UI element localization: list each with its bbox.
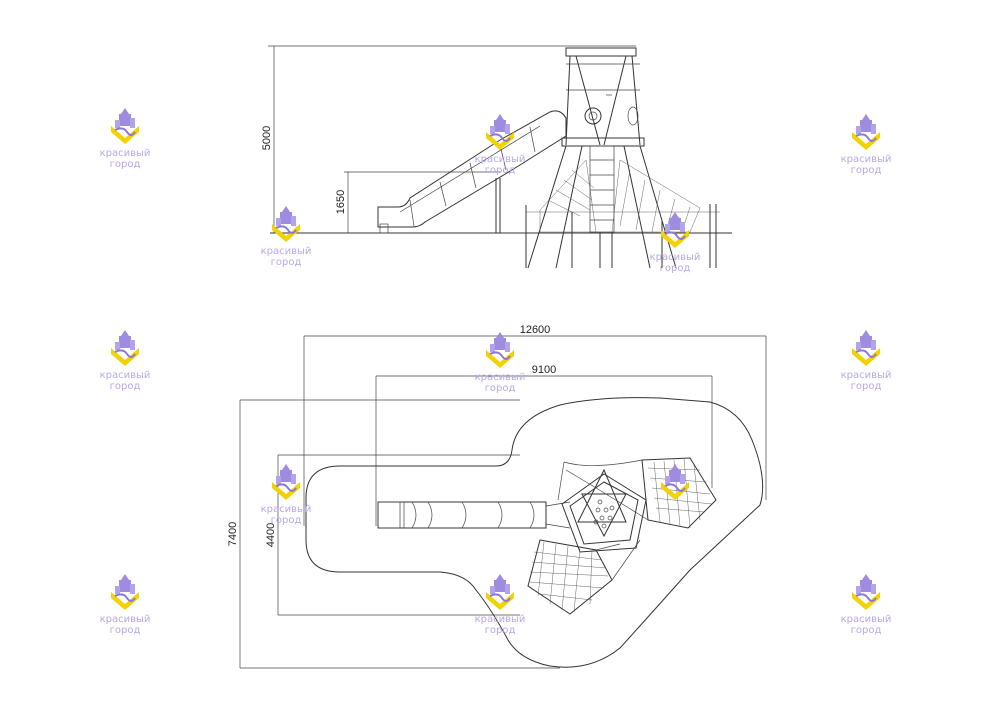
watermark-line1: красивый (841, 614, 892, 625)
climbing-net-upper (557, 457, 717, 529)
dimension-label-7400: 7400 (227, 522, 239, 546)
watermark-line2: город (110, 381, 141, 392)
watermark-line1: красивый (841, 370, 892, 381)
watermark-13: красивый город (841, 573, 892, 636)
watermark-line2: город (271, 257, 302, 268)
tower-platform-plan (561, 468, 647, 553)
dimension-height-total: 5000 (261, 45, 636, 233)
watermark-line2: город (485, 165, 516, 176)
watermark-8: красивый город (841, 329, 892, 392)
slide-plan (377, 501, 571, 529)
tower-elevation (525, 47, 720, 269)
safety-zone-outline (305, 397, 764, 668)
dimension-label-12600: 12600 (520, 324, 551, 336)
watermark-line1: красивый (100, 370, 151, 381)
watermark-1: красивый город (100, 107, 151, 170)
watermark-line1: красивый (475, 614, 526, 625)
dimension-height-platform: 1650 (335, 171, 500, 233)
watermark-line1: красивый (650, 252, 701, 263)
dimension-label-5000: 5000 (261, 126, 273, 150)
watermark-line2: город (851, 165, 882, 176)
dimension-label-1650: 1650 (335, 190, 347, 214)
watermark-4: красивый город (261, 205, 312, 268)
dimension-width-inner: 9100 (375, 364, 713, 526)
watermark-line1: красивый (261, 246, 312, 257)
slide-elevation (377, 110, 567, 234)
dimension-width-total: 12600 (303, 324, 767, 526)
elevation-view: 5000 1650 (261, 45, 732, 269)
watermark-line1: красивый (261, 504, 312, 515)
watermark-line2: город (110, 159, 141, 170)
watermark-line2: город (851, 381, 882, 392)
climbing-net-lower (527, 539, 641, 615)
watermark-line1: красивый (475, 372, 526, 383)
watermark-5: красивый город (650, 211, 701, 274)
watermark-line1: красивый (100, 614, 151, 625)
watermark-line2: город (271, 515, 302, 526)
dimension-label-4400: 4400 (265, 523, 277, 547)
dimension-depth-total: 7400 (227, 399, 560, 669)
watermark-line1: красивый (100, 148, 151, 159)
watermark-11: красивый город (100, 573, 151, 636)
watermark-line2: город (485, 625, 516, 636)
watermark-7: красивый город (475, 331, 526, 394)
watermark-3: красивый город (841, 113, 892, 176)
watermark-line2: город (485, 383, 516, 394)
dimension-depth-inner: 4400 (265, 454, 520, 616)
watermark-line1: красивый (475, 154, 526, 165)
watermark-line2: город (851, 625, 882, 636)
watermark-line2: город (110, 625, 141, 636)
watermark-9: красивый город (261, 463, 312, 526)
watermark-12: красивый город (475, 573, 526, 636)
watermark-2: красивый город (475, 113, 526, 176)
watermark-line1: красивый (841, 154, 892, 165)
dimension-label-9100: 9100 (532, 364, 556, 376)
watermark-line2: город (660, 263, 691, 274)
watermark-6: красивый город (100, 329, 151, 392)
